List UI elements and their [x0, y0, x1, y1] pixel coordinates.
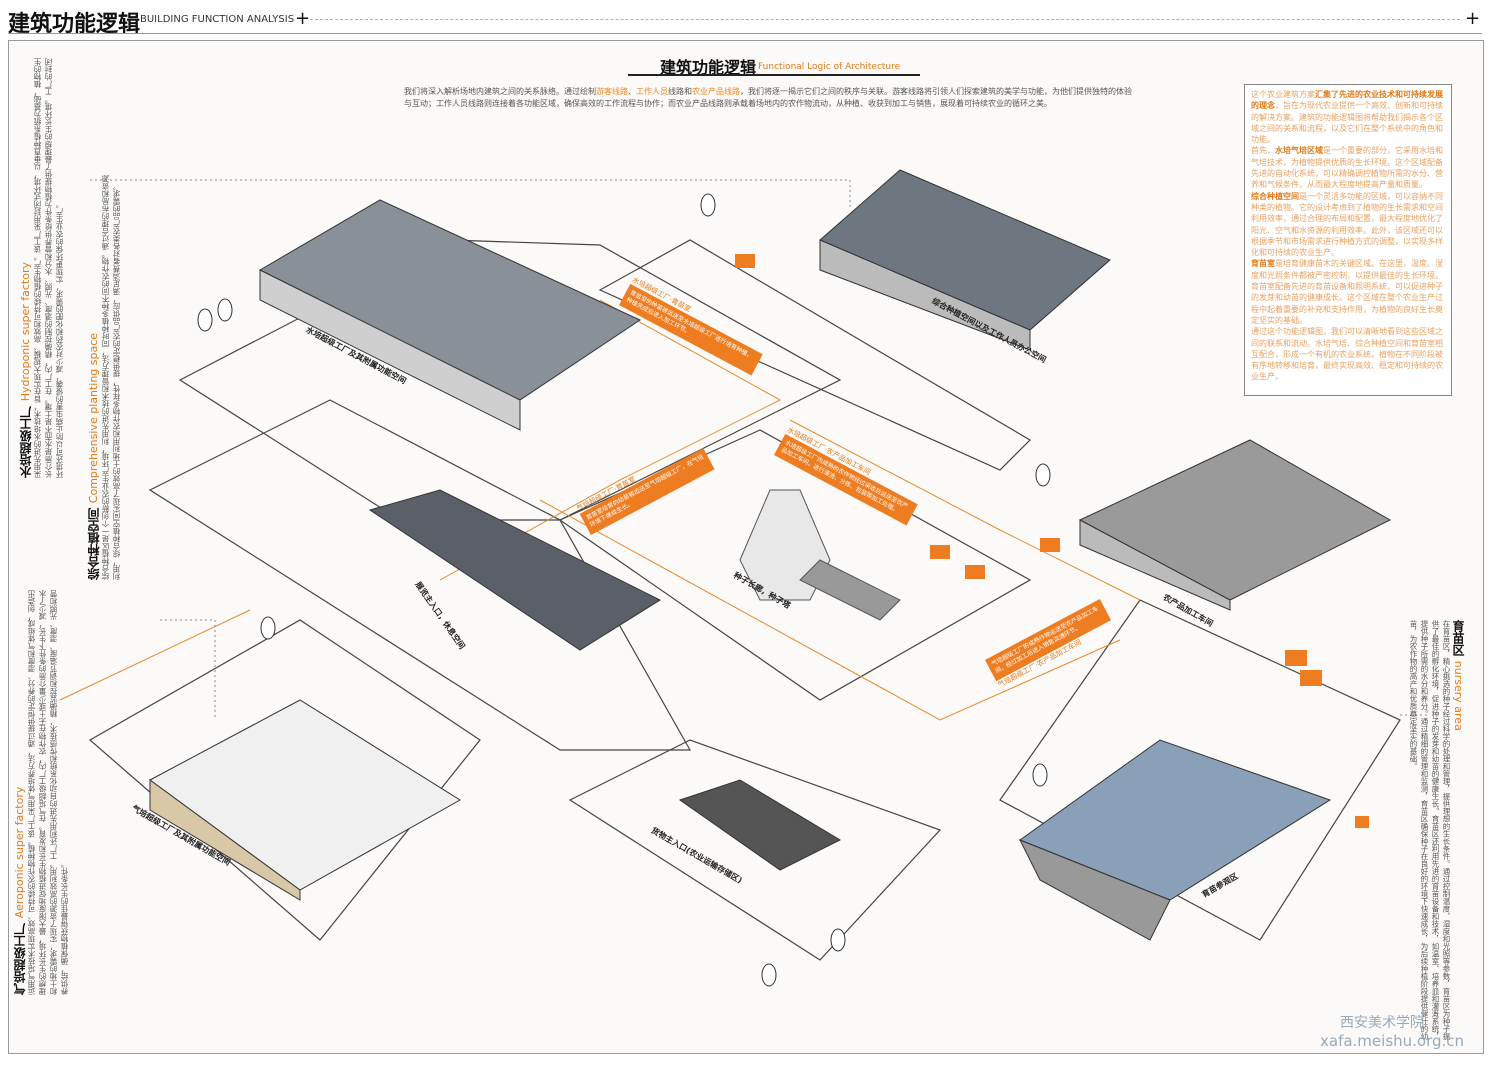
route-lines: [59, 299, 1141, 721]
summary-highlight: 汇集了先进的农业技术和可持续发展的理念: [1251, 90, 1443, 111]
intro-text: 线路和: [668, 87, 692, 96]
intro-paragraph: 我们将深入解析场地内建筑之间的关系脉络。通过绘制游客线路、工作人员线路和农业产品…: [404, 86, 1136, 110]
zone-cargo: [568, 739, 942, 961]
staff-route-term: 工作人员: [636, 87, 668, 96]
watermark-url: xafa.meishu.org.cn: [1320, 1032, 1465, 1050]
main-title: 建筑功能逻辑: [660, 58, 757, 77]
cargo-vehicles: [735, 254, 1369, 828]
visitor-route-term: 游客线路: [596, 87, 628, 96]
zone-aero: [88, 619, 481, 941]
zone-exhibition: [148, 399, 692, 751]
nursery-section: 育苗区 nursery area 在育苗区，精心挑选的种子经过科学的处理和管理，…: [1408, 620, 1465, 1040]
building-cargo: [678, 779, 842, 871]
nursery-text: 在育苗区，精心挑选的种子经过科学的处理和管理，提供理想的生长条件。通过控制温度、…: [1409, 620, 1451, 1040]
intro-text: ，我们将逐一揭示它们之间的秩序与关联。游客线路将引领人们探索建筑的美学与功能，为…: [404, 87, 1132, 108]
building-exhibition-roof: [368, 489, 662, 651]
dotted-guides: [90, 179, 1430, 720]
summary-text: 是一个重要的部分，它采用水培和气培技术，为植物提供优质的生长环境。这个区域配备先…: [1251, 146, 1443, 190]
summary-text: 通过这个功能逻辑图，我们可以清晰地看到这些区域之间的联系和流动。水培气培、综合种…: [1251, 327, 1443, 382]
nursery-title-en: nursery area: [1452, 660, 1465, 731]
header-dashed-line: [310, 19, 1460, 20]
intro-text: 我们将深入解析场地内建筑之间的关系脉络。通过绘制: [404, 87, 596, 96]
summary-text: ，旨在为现代农业提供一个高效、创新和可持续的解决方案。建筑的功能逻辑图将帮助我们…: [1251, 101, 1443, 145]
plus-mark: +: [295, 8, 311, 29]
aero-section: 气培超级工厂 Aeroponic super factory 运用气培技术实现高…: [13, 585, 70, 995]
aero-title-en: Aeroponic super factory: [13, 786, 26, 919]
hydro-title: 水培超级工厂: [19, 406, 33, 478]
comprehensive-text: 综合种植区是一个创新的农业生产环境，利用先进的技术和管理方法，同时种植多种不同的…: [101, 175, 121, 580]
buildings: [149, 169, 1392, 941]
summary-text: 是培育健康苗木的关键区域。在这里，温度、湿度和光照条件都被严密控制，以提供最佳的…: [1251, 259, 1443, 325]
comprehensive-title-en: Comprehensive planting space: [87, 332, 100, 504]
aero-title: 气培超级工厂: [13, 923, 27, 995]
summary-highlight: 综合种植空间: [1251, 191, 1299, 201]
title-underline: [628, 74, 920, 76]
building-aero-roof: [149, 699, 461, 891]
building-processing-roof: [1078, 439, 1392, 601]
page-subtitle: BUILDING FUNCTION ANALYSIS: [140, 14, 295, 25]
comprehensive-title: 综合种植空间: [87, 508, 101, 580]
zone-comprehensive: [598, 239, 1031, 471]
main-title-en: Functional Logic of Architecture: [758, 62, 901, 72]
summary-box: 这个农业建筑方案汇集了先进的农业技术和可持续发展的理念，旨在为现代农业提供一个高…: [1244, 84, 1452, 396]
plus-mark: +: [1465, 8, 1481, 29]
trees: [197, 193, 1051, 987]
hydro-section: 水培超级工厂 Hydroponic super factory 采用先进的水培技…: [19, 58, 65, 478]
summary-text: 首先，: [1251, 146, 1275, 156]
summary-highlight: 水培气培区域: [1275, 146, 1323, 156]
summary-text: 这个农业建筑方案: [1251, 90, 1315, 99]
intro-sep: 、: [628, 87, 636, 96]
hydro-text: 采用先进的水培技术，旨在实现大规模、高效和可持续的植物生产。该工厂采用封闭式环境…: [33, 58, 64, 478]
aero-text: 运用气培技术实现高效、可持续的农作物种植。该工厂采用气体培养方法，通过提供恒定的…: [27, 590, 69, 995]
product-route-term: 农业产品线路: [692, 87, 740, 96]
summary-highlight: 育苗室: [1251, 259, 1275, 269]
page-title: 建筑功能逻辑: [8, 12, 141, 37]
summary-text: 是一个灵活多功能的区域，可以容纳不同种类的植物。它的设计考虑到了植物的生长需求和…: [1251, 191, 1443, 258]
hydro-title-en: Hydroponic super factory: [19, 261, 32, 402]
nursery-title: 育苗区: [1451, 620, 1465, 656]
watermark-logo: 西安美术学院: [1340, 1015, 1424, 1031]
comprehensive-section: 综合种植空间 Comprehensive planting space 综合种植…: [87, 170, 122, 580]
header-divider: [8, 33, 1482, 34]
